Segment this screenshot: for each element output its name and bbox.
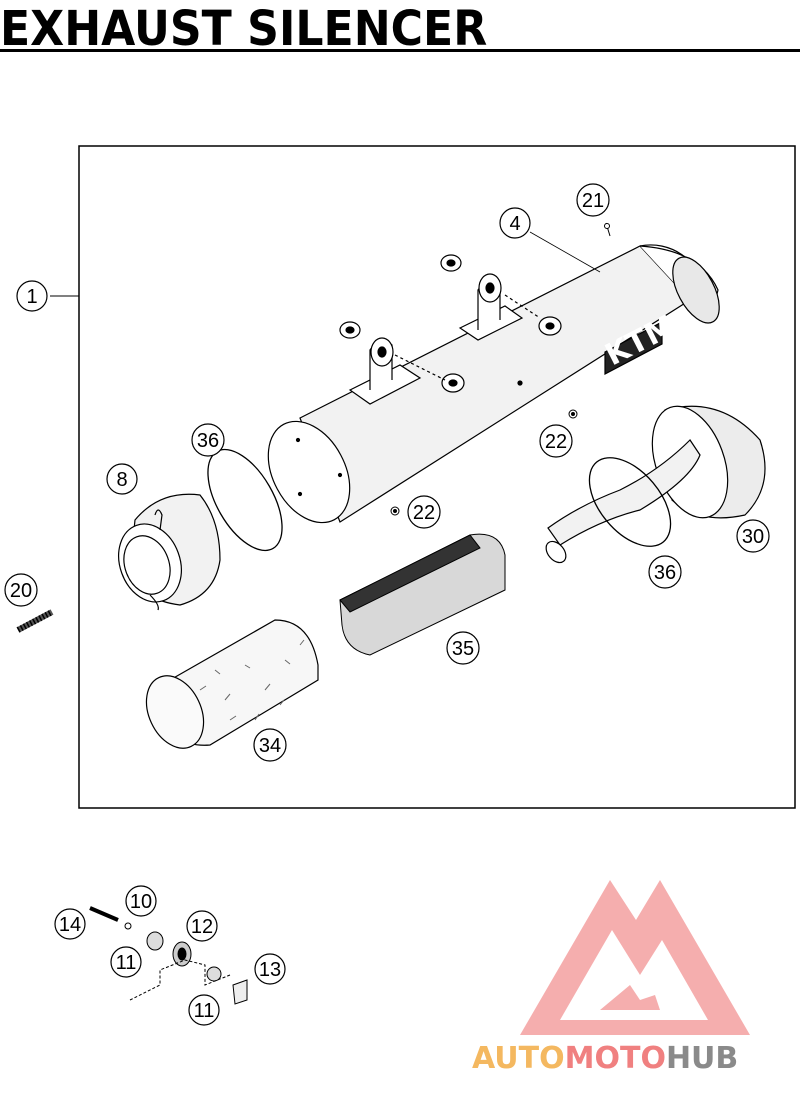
assembly-frame	[78, 145, 796, 809]
end-piece-30-part	[545, 405, 766, 564]
mounting-bracket-front	[440, 254, 562, 341]
svg-text:12: 12	[191, 916, 213, 938]
callout-8: 8	[106, 463, 138, 495]
watermark-word-auto: AUTO	[472, 1041, 565, 1076]
svg-text:4: 4	[509, 213, 520, 235]
screw-21-part	[604, 222, 611, 237]
callout-34: 34	[253, 728, 287, 762]
title-rule	[0, 49, 800, 52]
callout-14: 14	[54, 908, 86, 940]
callout-12: 12	[186, 910, 218, 942]
insulation-mat-35-part	[339, 533, 506, 656]
svg-text:30: 30	[742, 526, 764, 548]
leader-lines	[529, 231, 601, 273]
svg-text:21: 21	[582, 190, 604, 212]
svg-text:34: 34	[259, 735, 281, 757]
callout-1: 1	[16, 280, 48, 312]
svg-text:14: 14	[59, 914, 81, 936]
callout-35: 35	[446, 631, 480, 665]
svg-text:1: 1	[26, 286, 37, 308]
svg-text:36: 36	[654, 562, 676, 584]
svg-text:11: 11	[116, 952, 137, 974]
watermark-word-moto: MOTO	[565, 1041, 666, 1076]
spring-20-part	[16, 609, 54, 633]
wool-packing-34-part	[145, 619, 319, 749]
callout-30: 30	[736, 519, 770, 553]
svg-text:20: 20	[10, 580, 32, 602]
callout-22-left: 22	[407, 495, 441, 529]
page-title: EXHAUST SILENCER	[0, 1, 488, 57]
watermark-text: AUTOMOTOHUB	[472, 1041, 738, 1076]
callout-21: 21	[576, 183, 610, 217]
mounting-bracket-rear	[339, 321, 465, 405]
callout-22-right: 22	[539, 424, 573, 458]
svg-text:22: 22	[545, 431, 567, 453]
callout-11-lower: 11	[188, 994, 220, 1026]
callout-20: 20	[4, 573, 38, 607]
callout-10: 10	[125, 885, 157, 917]
svg-text:11: 11	[194, 1000, 215, 1022]
watermark-word-hub: HUB	[666, 1041, 738, 1076]
svg-text:22: 22	[413, 502, 435, 524]
callout-11-upper: 11	[110, 946, 142, 978]
screw-22-parts	[390, 409, 578, 516]
callout-36-left: 36	[191, 423, 225, 457]
svg-text:36: 36	[197, 430, 219, 452]
svg-text:8: 8	[116, 469, 127, 491]
svg-text:10: 10	[130, 891, 152, 913]
silencer-body-part: KTM	[267, 244, 720, 524]
callout-13: 13	[254, 953, 286, 985]
svg-text:35: 35	[452, 638, 474, 660]
watermark-logo	[520, 880, 750, 1035]
end-cap-8-part	[118, 493, 221, 611]
callout-36-right: 36	[648, 555, 682, 589]
gasket-36-right-part	[588, 457, 672, 547]
callout-4: 4	[499, 207, 531, 239]
svg-text:13: 13	[259, 959, 281, 981]
mounting-detail-part	[89, 906, 248, 1005]
